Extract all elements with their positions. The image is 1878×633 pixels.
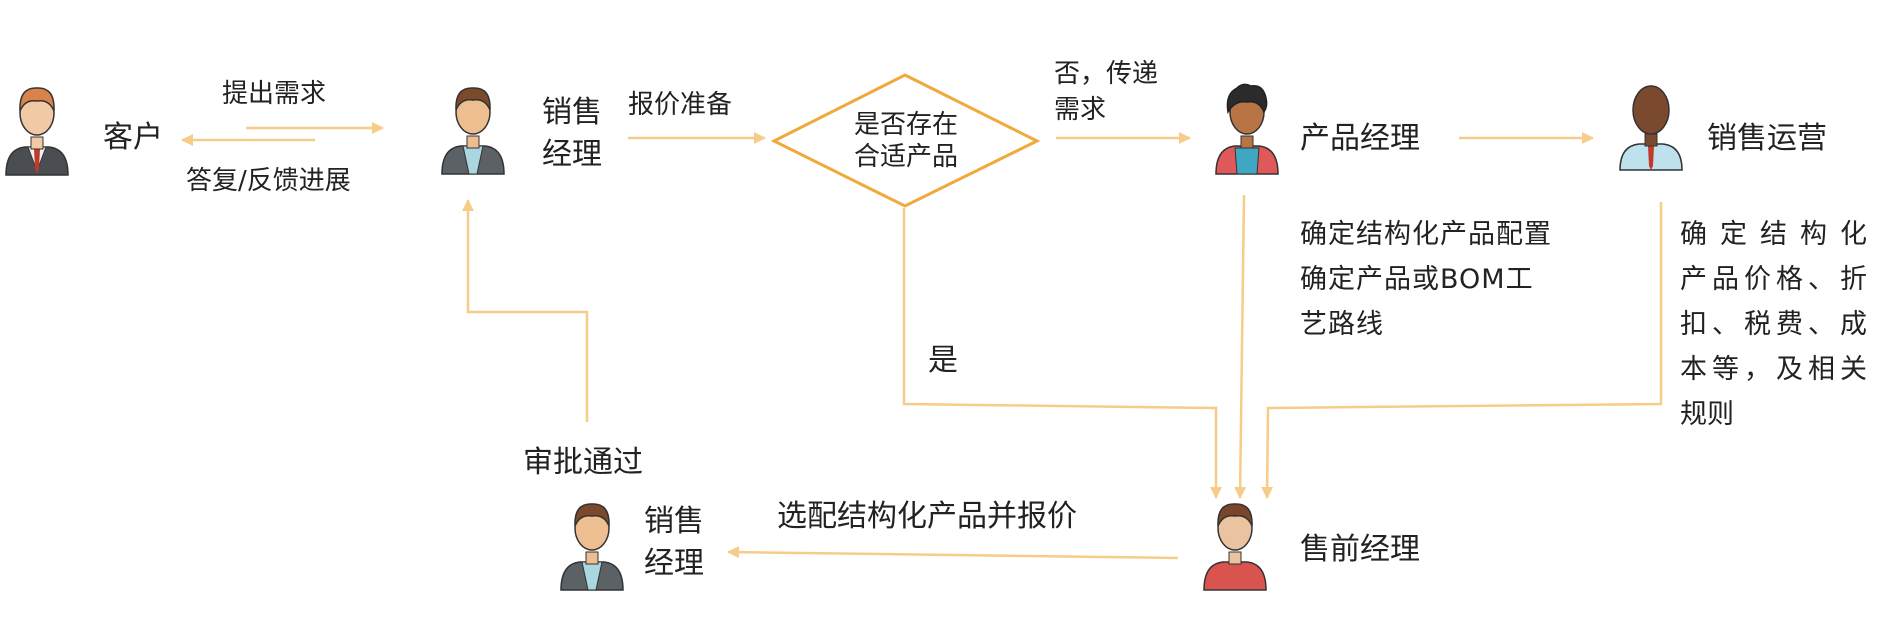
note-line: 规则 xyxy=(1680,399,1734,430)
decision-text: 是否存在 合适产品 xyxy=(845,109,967,173)
presales-manager-label: 售前经理 xyxy=(1300,532,1420,567)
edge-label-select-quote: 选配结构化产品并报价 xyxy=(777,499,1077,534)
edge-label-quote-prep: 报价准备 xyxy=(628,90,733,120)
product-manager-label: 产品经理 xyxy=(1300,121,1420,156)
edge-label-reply-feedback: 答复/反馈进展 xyxy=(186,166,351,196)
note-line: 艺路线 xyxy=(1300,309,1384,340)
label-line: 销售 xyxy=(644,504,704,539)
note-line: 产品价格、折 xyxy=(1680,264,1867,295)
bald-tie-avatar-icon xyxy=(1619,85,1683,171)
red-shirt-avatar-icon xyxy=(1203,503,1267,591)
sales-manager-top-label: 销售 经理 xyxy=(542,93,602,175)
customer-label: 客户 xyxy=(103,120,163,155)
edge-label-raise-demand: 提出需求 xyxy=(222,79,327,109)
product-manager-note: 确定结构化产品配置 确定产品或BOM工 艺路线 xyxy=(1300,212,1552,347)
edge-label-yes: 是 xyxy=(928,343,958,378)
male-jacket-avatar-icon xyxy=(441,87,505,175)
decision-diamond xyxy=(770,73,1041,208)
note-line: 确定产品或BOM工 xyxy=(1300,264,1534,295)
arrow-approved xyxy=(462,199,589,422)
male-jacket-avatar-icon xyxy=(560,503,624,591)
male-suit-avatar-icon xyxy=(5,87,69,176)
arrow-ops-to-presales xyxy=(1261,202,1663,499)
decision-line: 合适产品 xyxy=(853,142,958,172)
arrow-product-to-presales xyxy=(1234,194,1247,499)
decision-line: 是否存在 xyxy=(853,110,958,140)
edge-label-line: 否，传递 xyxy=(1054,59,1159,89)
label-line: 销售 xyxy=(542,95,602,130)
edge-label-approved: 审批通过 xyxy=(523,445,643,480)
edge-label-no: 否，传递 需求 xyxy=(1054,56,1158,128)
curly-hair-avatar-icon xyxy=(1215,83,1279,175)
note-line: 本等，及相关 xyxy=(1680,354,1867,385)
sales-ops-label: 销售运营 xyxy=(1707,121,1827,156)
label-line: 经理 xyxy=(542,137,602,172)
sales-ops-note: 确定结构化 产品价格、折 扣、税费、成 本等，及相关 规则 xyxy=(1680,212,1867,437)
sales-manager-bottom-label: 销售 经理 xyxy=(644,502,704,584)
edge-label-line: 需求 xyxy=(1054,95,1107,125)
note-line: 确定结构化 xyxy=(1680,219,1867,250)
note-line: 确定结构化产品配置 xyxy=(1300,219,1552,250)
note-line: 扣、税费、成 xyxy=(1680,309,1867,340)
arrow-select-quote xyxy=(727,546,1179,560)
label-line: 经理 xyxy=(644,546,704,581)
arrow-yes xyxy=(902,208,1222,499)
connectors xyxy=(181,122,1663,560)
